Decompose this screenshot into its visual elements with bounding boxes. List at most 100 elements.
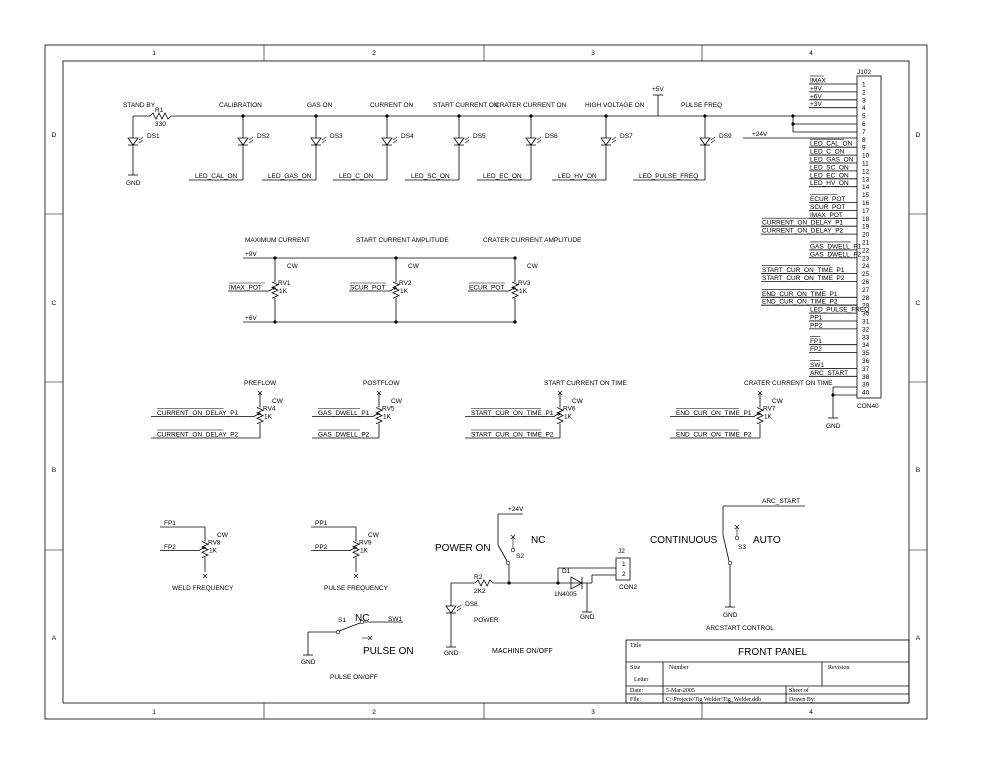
row-label-a: A bbox=[52, 635, 57, 642]
pin-number: 4 bbox=[862, 105, 866, 112]
pin-number: 28 bbox=[862, 295, 870, 302]
led-net-label: LED_SC_ON bbox=[411, 173, 450, 180]
frame-column-labels: 1 2 3 4 1 2 3 4 bbox=[152, 50, 813, 716]
pot-ref: RV2 bbox=[399, 280, 412, 287]
power-gnd: GND bbox=[444, 650, 459, 657]
machine-power-block: +24V 1 2 J2 CON2 DS8 POWER GND GND R2 bbox=[435, 506, 637, 657]
section-high-voltage-on: HIGH VOLTAGE ON bbox=[585, 102, 645, 109]
section-start-current-on: START CURRENT ON bbox=[433, 102, 499, 109]
title-maximum-current: MAXIMUM CURRENT bbox=[245, 237, 310, 244]
j102-ref: J102 bbox=[857, 69, 871, 76]
freq-p1-label: PP1 bbox=[315, 520, 328, 527]
power-on-label: POWER ON bbox=[435, 543, 491, 554]
pin-net-label: START_CUR_ON_TIME_P2 bbox=[762, 275, 845, 282]
row-label-c-right: C bbox=[916, 300, 921, 307]
pin-net-label: LED_GAS_ON bbox=[810, 157, 854, 164]
tb-number-label: Number bbox=[669, 665, 689, 671]
pin-number: 27 bbox=[862, 287, 870, 294]
continuous-label: CONTINUOUS bbox=[650, 535, 718, 546]
pot-value: 1K bbox=[383, 414, 392, 421]
tb-size: Letter bbox=[634, 677, 648, 683]
machine-onoff-title: MACHINE ON/OFF bbox=[492, 648, 553, 655]
pin-net-label: CURRENT_ON_DELAY_P2 bbox=[762, 228, 844, 235]
auto-label: AUTO bbox=[753, 535, 781, 546]
pin-net-label: FP1 bbox=[810, 338, 822, 345]
pin-number: 31 bbox=[862, 319, 870, 326]
arcstart-block: ARC_START GND S3 CONTINUOUS AUTO ARCSTAR… bbox=[650, 498, 805, 632]
pin-number: 6 bbox=[862, 121, 866, 128]
power-24v-label: +24V bbox=[508, 506, 524, 513]
pin-number: 5 bbox=[862, 113, 866, 120]
timing-p1-label: START_CUR_ON_TIME_P1 bbox=[471, 410, 554, 417]
section-pulse-freq: PULSE FREQ bbox=[681, 102, 722, 109]
pin-net-label: LED_EC_ON bbox=[810, 172, 849, 179]
pin-net-label: GAS_DWELL_P2 bbox=[810, 251, 862, 258]
pot-net-label: SCUR_POT bbox=[350, 285, 385, 292]
tb-date-label: Date: bbox=[630, 688, 643, 694]
j102-gnd: GND bbox=[826, 423, 841, 430]
pin-number: 7 bbox=[862, 129, 866, 136]
pot-ref: RV9 bbox=[359, 540, 372, 547]
led-symbol bbox=[453, 136, 470, 146]
pot-ref: RV1 bbox=[278, 280, 291, 287]
pin-number: 8 bbox=[862, 137, 866, 144]
pulse-onoff-title: PULSE ON/OFF bbox=[330, 674, 378, 681]
supply-5v-label: +5V bbox=[652, 86, 664, 93]
d1-ref: D1 bbox=[562, 568, 571, 575]
timing-p1-label: GAS_DWELL_P1 bbox=[318, 410, 370, 417]
frame-row-labels: D C B A D C B A bbox=[52, 132, 921, 642]
row-label-a-right: A bbox=[916, 635, 921, 642]
pot-cw-label: CW bbox=[368, 532, 380, 539]
freq-p2-label: FP2 bbox=[164, 544, 176, 551]
timing-p2-label: CURRENT_ON_DELAY_P2 bbox=[157, 432, 239, 439]
pin-net-label: LED_HV_ON bbox=[810, 180, 849, 187]
led-net-label: LED_CAL_ON bbox=[195, 173, 238, 180]
pin-number: 25 bbox=[862, 271, 870, 278]
col-label-2-bottom: 2 bbox=[372, 709, 376, 716]
col-label-1: 1 bbox=[152, 50, 156, 57]
ds8-ref: DS8 bbox=[465, 601, 478, 608]
timing-p1-label: END_CUR_ON_TIME_P1 bbox=[676, 410, 752, 417]
led-ref: DS5 bbox=[473, 133, 486, 140]
timing-p1-label: CURRENT_ON_DELAY_P1 bbox=[157, 410, 239, 417]
tb-revision-label: Revision bbox=[828, 665, 849, 671]
pin-net-label: IMAX_POT bbox=[810, 212, 843, 219]
led-ds1-gnd: GND bbox=[126, 180, 141, 187]
supply-24v-label: +24V bbox=[752, 131, 768, 138]
pin-net-label: IMAX bbox=[810, 78, 827, 85]
section-crater-current-on: CRATER CURRENT ON bbox=[495, 102, 567, 109]
led-ref: DS9 bbox=[719, 133, 732, 140]
timing-pots: PREFLOWRV41KCWCURRENT_ON_DELAY_P1CURRENT… bbox=[151, 380, 833, 439]
col-label-2: 2 bbox=[372, 50, 376, 57]
pot-value: 1K bbox=[564, 414, 573, 421]
pin-number: 32 bbox=[862, 326, 870, 333]
r2-value: 2K2 bbox=[474, 588, 486, 595]
section-calibration: CALIBRATION bbox=[219, 102, 262, 109]
title-block: Title FRONT PANEL Size Letter Number Rev… bbox=[625, 639, 910, 704]
pin-net-label: GAS_DWELL_P1 bbox=[810, 243, 862, 250]
pot-cw-label: CW bbox=[287, 263, 299, 270]
pin-net-label: START_CUR_ON_TIME_P1 bbox=[762, 267, 845, 274]
arc-gnd: GND bbox=[723, 612, 738, 619]
pot-ref: RV8 bbox=[208, 540, 221, 547]
row-label-d-right: D bbox=[916, 132, 921, 139]
pot-value: 1K bbox=[360, 548, 369, 555]
pin-net-label: +6V bbox=[810, 93, 822, 100]
pin-number: 20 bbox=[862, 232, 870, 239]
j2-pin1: 1 bbox=[622, 561, 626, 568]
pot-ref: RV7 bbox=[763, 406, 776, 413]
pot-ref: RV6 bbox=[563, 406, 576, 413]
pin-number: 22 bbox=[862, 247, 870, 254]
pin-number: 21 bbox=[862, 240, 870, 247]
led-net-label: LED_GAS_ON bbox=[268, 173, 312, 180]
pot-value: 1K bbox=[264, 414, 273, 421]
connector-j102: J102 CON40 1IMAX2+9V3+6V4+3V56789LED_CAL… bbox=[761, 69, 882, 430]
tb-drawn: Drawn By: bbox=[789, 697, 816, 703]
